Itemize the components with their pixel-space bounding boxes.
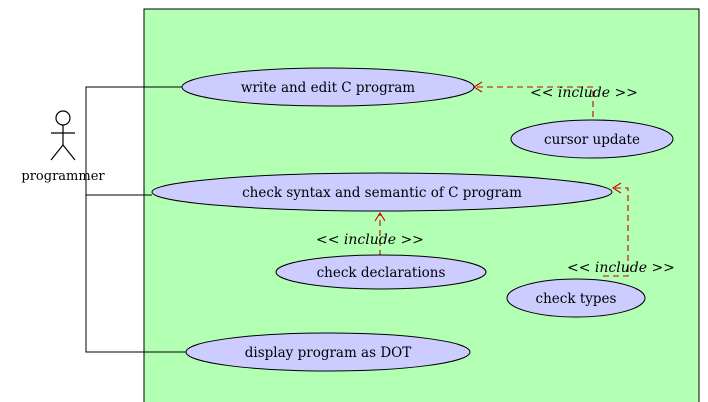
use-case-check-syntax[interactable]: check syntax and semantic of C program	[151, 172, 613, 212]
actor-name: programmer	[21, 169, 105, 184]
use-case-label: check types	[536, 291, 617, 307]
use-case-label: cursor update	[544, 132, 640, 148]
include-dependencies	[379, 86, 629, 277]
include-label-check-types: << include >>	[567, 260, 675, 276]
include-arrow-check-types	[603, 187, 629, 277]
use-case-label: display program as DOT	[245, 345, 411, 361]
use-case-display-dot[interactable]: display program as DOT	[185, 332, 471, 372]
include-label-check-declarations: << include >>	[316, 232, 424, 248]
association-write-edit	[85, 86, 186, 353]
use-case-cursor-update[interactable]: cursor update	[510, 119, 674, 159]
use-case-label: check declarations	[317, 265, 446, 281]
use-case-check-declarations[interactable]: check declarations	[275, 254, 487, 290]
arrowhead-check-syntax-right	[611, 182, 622, 194]
stick-figure-icon	[50, 110, 76, 161]
use-case-write-edit[interactable]: write and edit C program	[181, 67, 475, 107]
arrowhead-check-syntax-top	[374, 211, 386, 222]
actor-associations	[85, 86, 186, 353]
use-case-label: check syntax and semantic of C program	[242, 185, 522, 201]
use-case-label: write and edit C program	[241, 80, 415, 96]
include-label-cursor-update: << include >>	[530, 85, 638, 101]
include-arrow-cursor-update	[474, 86, 594, 117]
use-case-check-types[interactable]: check types	[506, 278, 646, 318]
actor-programmer[interactable]: programmer	[21, 110, 105, 184]
